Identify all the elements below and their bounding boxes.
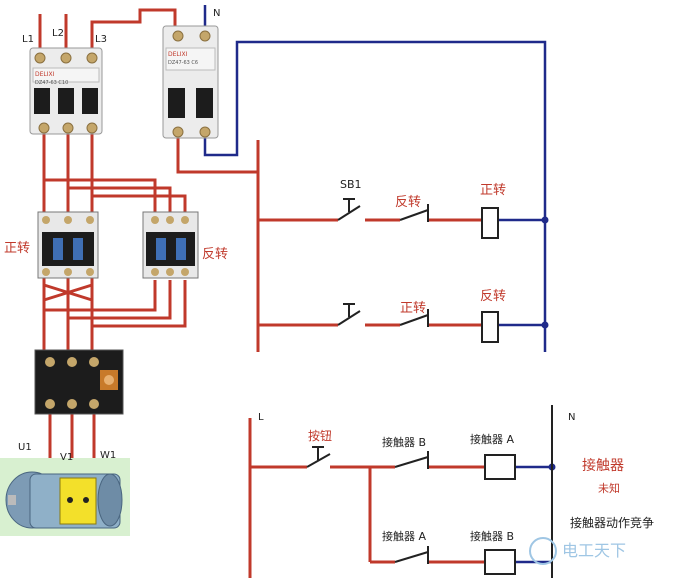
l3-label: L3	[95, 34, 107, 45]
phase-wires	[38, 8, 485, 578]
nc-a-label: 接触器 A	[382, 529, 426, 543]
main-breaker-brand: DELIXI	[35, 71, 55, 78]
thermal-relay	[34, 349, 124, 415]
note-unknown: 未知	[598, 481, 620, 495]
l2-label: L2	[52, 28, 64, 39]
n-label: N	[213, 8, 220, 19]
nc-b-label: 接触器 B	[382, 435, 426, 449]
l1-label: L1	[22, 34, 34, 45]
motor	[0, 458, 130, 536]
circuit2-n-label: N	[568, 412, 575, 423]
circuit2-l-label: L	[258, 412, 264, 423]
motor-w-label: W1	[100, 450, 116, 461]
coil-a1-label: 接触器 A	[470, 432, 514, 446]
row2-nc-label: 正转	[400, 301, 426, 316]
control-breaker-brand: DELIXI	[168, 51, 188, 58]
circuit2-symbols	[306, 446, 516, 575]
reverse-contactor	[142, 211, 199, 279]
motor-v-label: V1	[60, 452, 73, 463]
motor-u-label: U1	[18, 442, 32, 453]
watermark-text: 电工天下	[562, 541, 626, 560]
button-label: 按钮	[308, 428, 332, 443]
main-breaker-model: DZ47-63 C10	[35, 80, 68, 86]
note-race: 接触器动作竞争	[570, 515, 654, 530]
coil-b-label: 接触器 B	[470, 529, 514, 543]
control-breaker	[162, 25, 219, 139]
sb1-label: SB1	[340, 178, 362, 191]
row1-nc-label: 反转	[395, 195, 421, 210]
forward-contactor-label: 正转	[4, 241, 30, 256]
main-breaker	[29, 47, 103, 135]
junction-dots	[541, 216, 556, 471]
control-breaker-model: DZ47-63 C6	[168, 60, 198, 66]
reverse-contactor-label: 反转	[202, 247, 228, 262]
circuit1-symbols	[337, 198, 499, 343]
watermark: 电工天下	[529, 537, 626, 565]
neutral-wires	[203, 5, 552, 564]
row1-coil-label: 正转	[480, 183, 506, 198]
row2-coil-label: 反转	[480, 289, 506, 304]
forward-contactor	[37, 211, 99, 279]
note-contactor: 接触器	[582, 457, 624, 474]
